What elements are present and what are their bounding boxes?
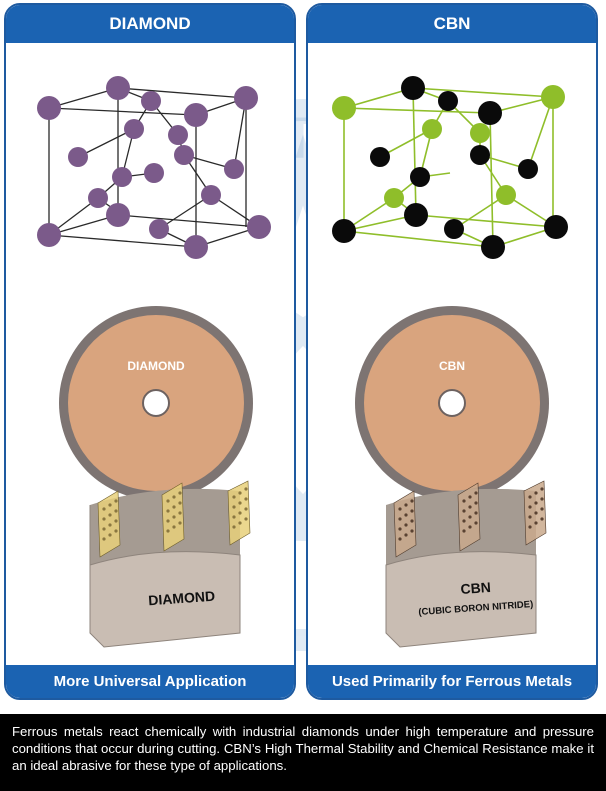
diamond-wheel: DIAMOND xyxy=(59,306,253,500)
cbn-panel-footer: Used Primarily for Ferrous Metals xyxy=(308,665,596,698)
diamond-panel: DIAMOND xyxy=(4,3,296,700)
cbn-panel-title: CBN xyxy=(308,5,596,43)
diamond-illustration: DIAMOND xyxy=(37,76,271,648)
diamond-wheel-label: DIAMOND xyxy=(127,359,185,373)
cbn-panel: CBN xyxy=(306,3,598,700)
cbn-segment: CBN (CUBIC BORON NITRIDE) xyxy=(385,480,547,648)
diamond-panel-footer: More Universal Application xyxy=(6,665,294,698)
cbn-atoms xyxy=(332,76,568,259)
cbn-wheel-label: CBN xyxy=(439,359,465,373)
diamond-segment: DIAMOND xyxy=(89,480,251,648)
cbn-wheel: CBN xyxy=(355,306,549,500)
diamond-segment-label: DIAMOND xyxy=(148,588,216,609)
diamond-atoms xyxy=(37,76,271,259)
diamond-lattice xyxy=(37,76,271,259)
diamond-panel-title: DIAMOND xyxy=(6,5,294,43)
cbn-illustration: CBN CB xyxy=(332,76,568,648)
cbn-lattice xyxy=(332,76,568,259)
cbn-segment-label: CBN xyxy=(460,579,491,597)
caption-text: Ferrous metals react chemically with ind… xyxy=(0,714,606,791)
